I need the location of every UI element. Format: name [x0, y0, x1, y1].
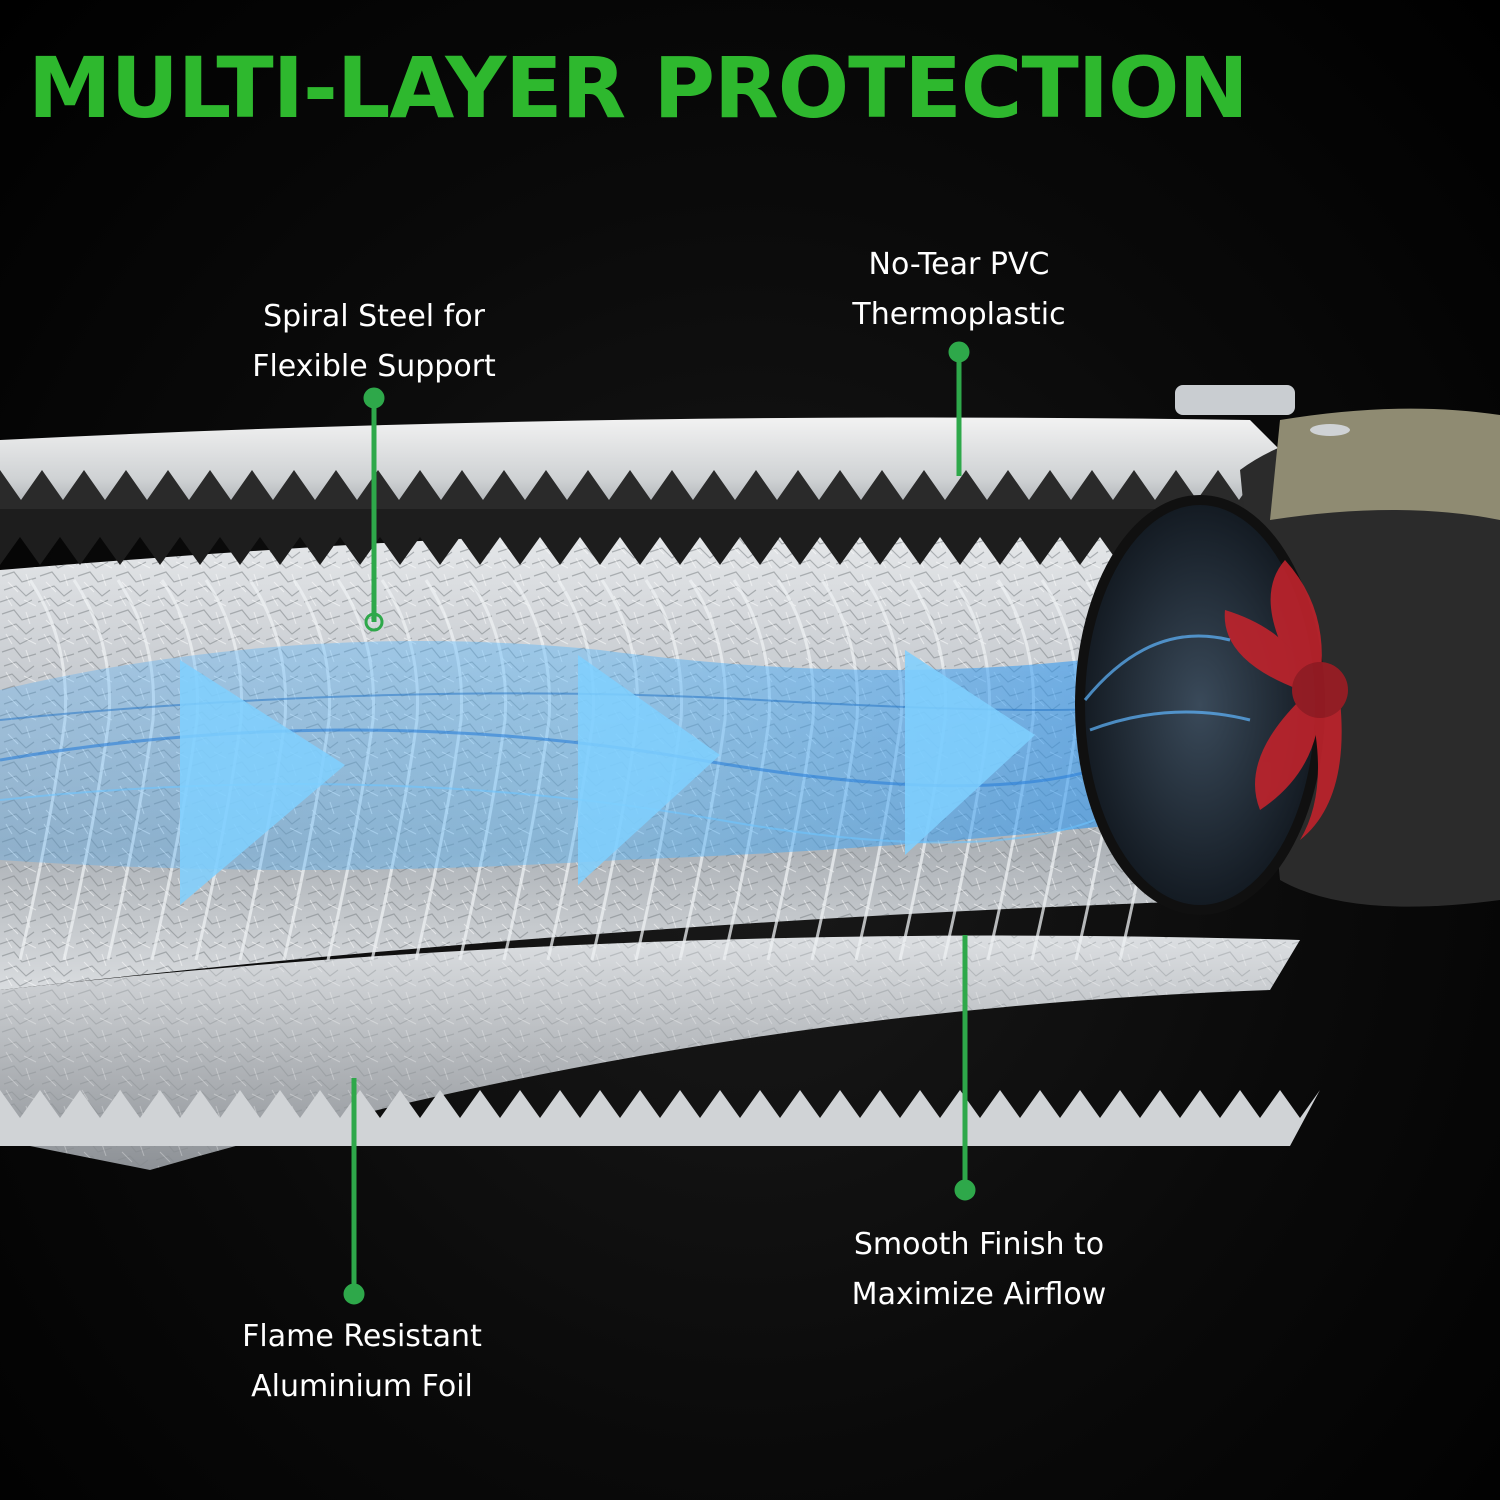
callout-pvc: No-Tear PVC Thermoplastic — [852, 240, 1065, 340]
flame-resistant-marker-dot — [343, 1283, 365, 1305]
callout-spiral-steel: Spiral Steel for Flexible Support — [252, 292, 496, 392]
airflow-arrow-icon — [180, 660, 345, 905]
callout-line: Thermoplastic — [852, 297, 1066, 332]
airflow-arrow-icon — [905, 650, 1035, 855]
inline-fan — [1075, 385, 1500, 915]
callout-line: Flame Resistant — [242, 1319, 482, 1354]
pvc-marker-dot — [948, 341, 970, 363]
leader-lines — [343, 341, 976, 1305]
callout-line: Smooth Finish to — [853, 1227, 1105, 1262]
callout-line: Spiral Steel for — [263, 299, 485, 334]
fan-blades — [1224, 560, 1348, 840]
callout-line: Maximize Airflow — [851, 1277, 1107, 1312]
foil-bottom-ridges — [0, 1090, 1320, 1146]
callout-line: Aluminium Foil — [251, 1369, 473, 1404]
page-title: MULTI-LAYER PROTECTION — [28, 39, 1249, 137]
smooth-finish-marker-dot — [954, 1179, 976, 1201]
foil-top-ridges — [0, 509, 1200, 565]
callout-line: No-Tear PVC — [868, 247, 1050, 282]
airflow-arrows — [180, 650, 1035, 905]
airflow-arrow-icon — [578, 655, 720, 885]
spiral-steel-marker-dot — [363, 387, 385, 409]
callout-flame-resistant: Flame Resistant Aluminium Foil — [242, 1312, 482, 1412]
callout-line: Flexible Support — [252, 349, 496, 384]
callout-smooth-finish: Smooth Finish to Maximize Airflow — [852, 1220, 1107, 1320]
